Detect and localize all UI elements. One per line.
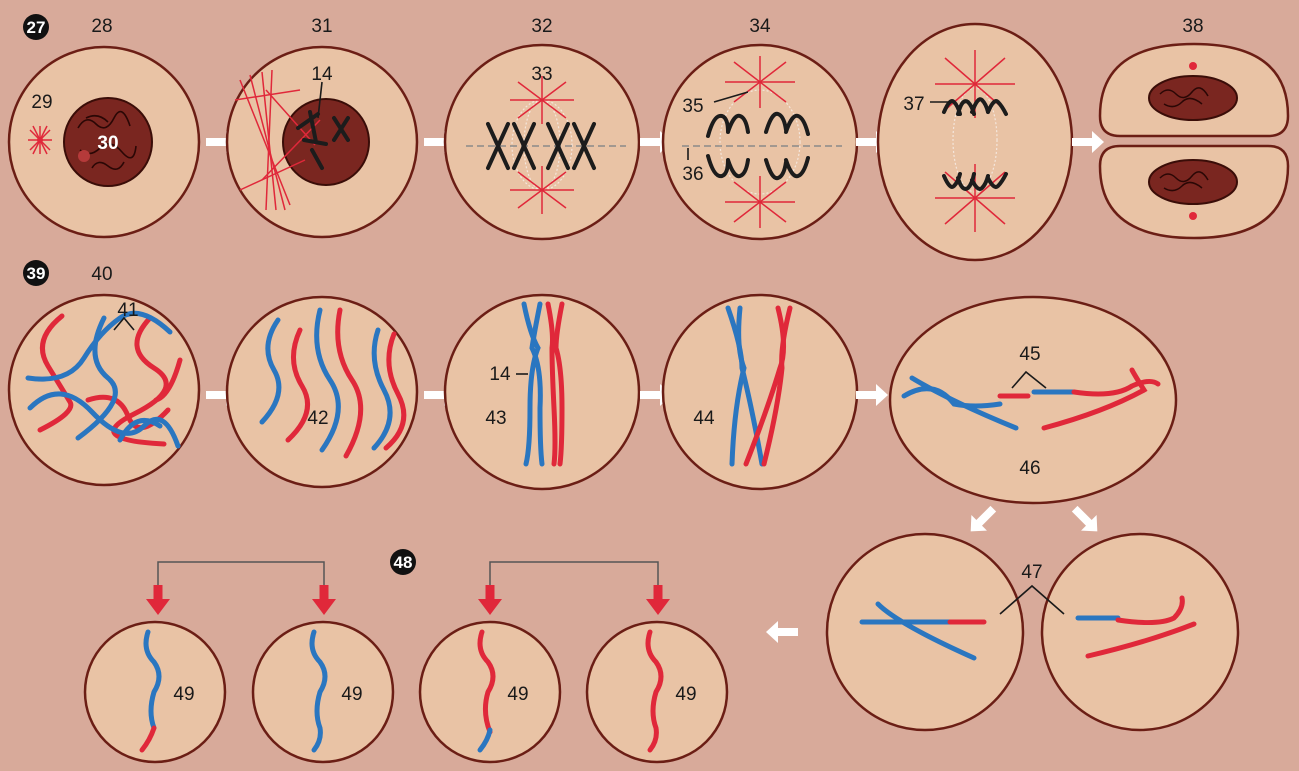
gamete-cell-1: 49 [85,622,225,762]
red-arrow-down [646,585,670,615]
arrow-left [766,621,798,643]
arrow-down-right [1067,501,1105,539]
bracket-left [158,562,324,585]
prophase-cell: 31 14 [227,16,417,237]
gamete-cell-3: 49 [420,622,560,762]
secondary-cell-left [827,534,1023,730]
badge-mitosis: 27 [23,14,49,40]
red-arrow-down [146,585,170,615]
secondary-cell-right [1042,534,1238,730]
label-46: 46 [1019,458,1040,479]
label-42: 42 [307,408,328,429]
label-36: 36 [682,164,703,185]
label-30: 30 [97,133,118,154]
label-40: 40 [91,264,112,285]
meiosis-cell-5-separation: 45 46 [890,297,1176,503]
telophase-cell: 37 [878,24,1072,260]
label-49-3: 49 [507,684,528,705]
gamete-cell-4: 49 [587,622,727,762]
badge-gametes: 48 [390,549,416,575]
arrow-right [856,384,888,406]
meiosis-cell-4-crossing-over: 44 [663,295,857,489]
label-33: 33 [531,64,552,85]
label-45: 45 [1019,344,1040,365]
meiosis-cell-2: 42 [227,297,417,487]
label-14-bottom: 14 [489,364,511,385]
arrow-down-left [963,501,1001,539]
centrosome [1189,212,1197,220]
label-34: 34 [749,16,771,37]
label-28: 28 [91,16,112,37]
nucleolus [78,150,90,162]
metaphase-cell: 32 33 [445,16,639,239]
label-49-1: 49 [173,684,194,705]
label-47: 47 [1021,562,1042,583]
label-41: 41 [117,300,138,321]
interphase-cell: 28 29 30 [9,16,199,237]
gamete-cell-2: 49 [253,622,393,762]
label-43: 43 [485,408,506,429]
label-44: 44 [693,408,715,429]
arrow-right [1072,131,1104,153]
label-32: 32 [531,16,552,37]
badge-gametes-text: 48 [394,553,413,572]
label-29: 29 [31,92,52,113]
aster-bottom [510,166,574,214]
bracket-right [490,562,658,585]
label-37: 37 [903,94,924,115]
meiosis-cell-3-synapsis: 14 43 [445,295,639,489]
aster-top [725,56,795,108]
daughter-cells: 38 [1100,16,1288,238]
label-49-4: 49 [675,684,696,705]
anaphase-cell: 34 35 36 [663,16,857,239]
meiosis-cell-1: 40 41 [9,264,199,485]
label-49-2: 49 [341,684,362,705]
red-arrow-down [478,585,502,615]
label-38: 38 [1182,16,1203,37]
badge-meiosis-text: 39 [27,264,46,283]
badge-meiosis: 39 [23,260,49,286]
label-31: 31 [311,16,332,37]
aster-bottom [725,176,795,228]
label-14-top: 14 [311,64,333,85]
red-arrow-down [312,585,336,615]
centrosome [1189,62,1197,70]
badge-mitosis-text: 27 [27,18,46,37]
label-35: 35 [682,96,703,117]
